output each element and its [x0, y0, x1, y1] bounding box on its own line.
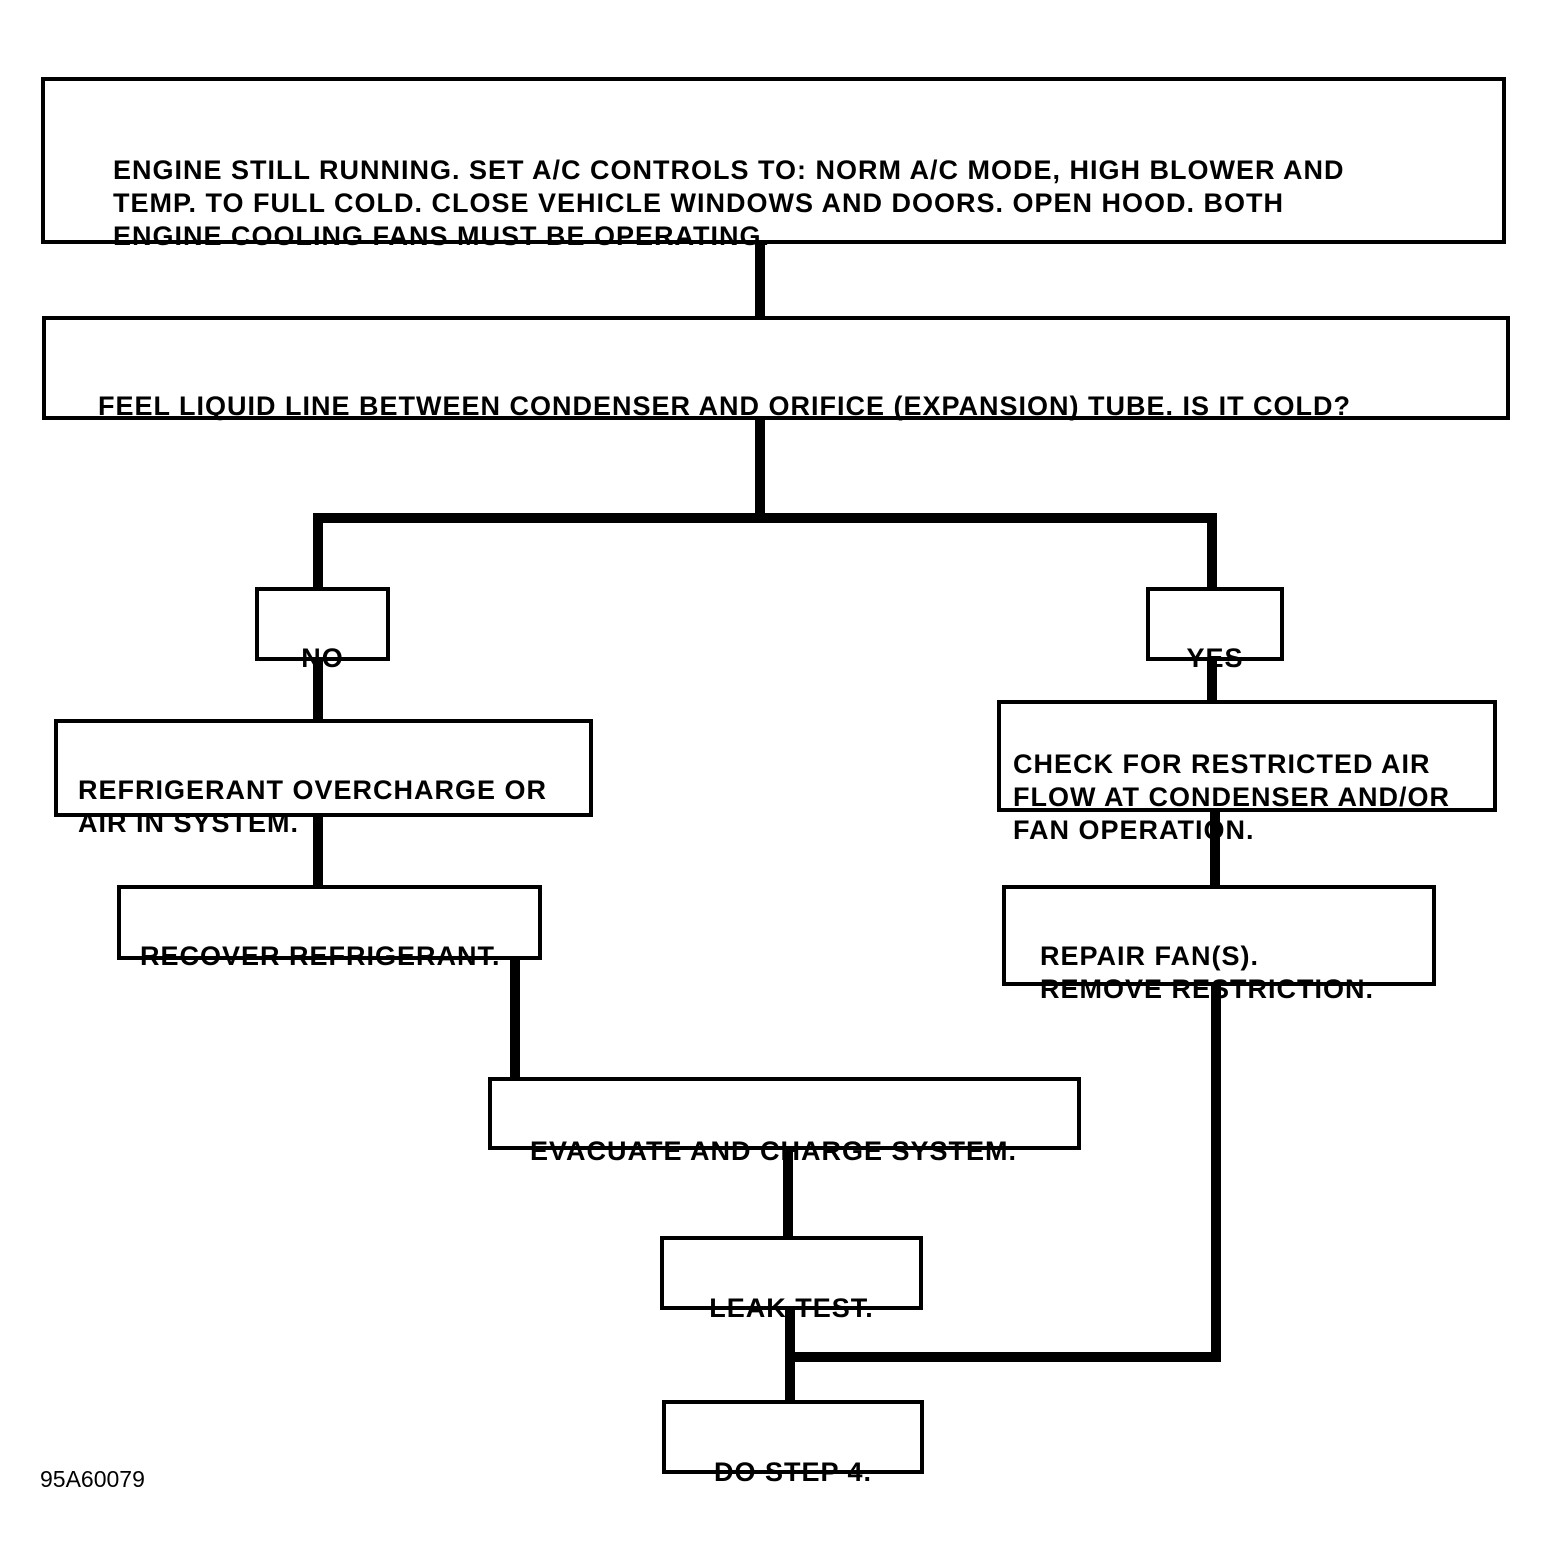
repair-box: REPAIR FAN(S). REMOVE RESTRICTION.	[1002, 885, 1436, 1004]
repair-text: REPAIR FAN(S). REMOVE RESTRICTION.	[1040, 941, 1375, 1004]
recover-text: RECOVER REFRIGERANT.	[140, 941, 501, 971]
question-box: FEEL LIQUID LINE BETWEEN CONDENSER AND O…	[42, 316, 1510, 421]
do-step-4-text: DO STEP 4.	[713, 1457, 873, 1487]
do-step-4-box: DO STEP 4.	[662, 1400, 924, 1487]
overcharge-text: REFRIGERANT OVERCHARGE OR AIR IN SYSTEM.	[78, 775, 548, 838]
start-instruction-text: ENGINE STILL RUNNING. SET A/C CONTROLS T…	[113, 155, 1345, 251]
yes-box: YES	[1146, 587, 1284, 673]
question-text: FEEL LIQUID LINE BETWEEN CONDENSER AND O…	[98, 391, 1352, 421]
check-airflow-text: CHECK FOR RESTRICTED AIR FLOW AT CONDENS…	[1013, 749, 1450, 845]
evacuate-box: EVACUATE AND CHARGE SYSTEM.	[488, 1077, 1081, 1166]
start-instruction-box: ENGINE STILL RUNNING. SET A/C CONTROLS T…	[41, 77, 1506, 251]
leak-test-box: LEAK TEST.	[660, 1236, 923, 1323]
connector-repair-to-merge	[789, 983, 1221, 1362]
connector-branch-split	[313, 513, 1217, 590]
overcharge-box: REFRIGERANT OVERCHARGE OR AIR IN SYSTEM.	[54, 719, 593, 838]
figure-code: 95A60079	[40, 1466, 145, 1492]
evacuate-text: EVACUATE AND CHARGE SYSTEM.	[530, 1136, 1018, 1166]
yes-label: YES	[1186, 643, 1244, 673]
check-airflow-box: CHECK FOR RESTRICTED AIR FLOW AT CONDENS…	[997, 700, 1497, 845]
recover-box: RECOVER REFRIGERANT.	[117, 885, 542, 971]
no-label: NO	[301, 643, 344, 673]
no-box: NO	[255, 587, 390, 673]
leak-test-text: LEAK TEST.	[709, 1293, 874, 1323]
